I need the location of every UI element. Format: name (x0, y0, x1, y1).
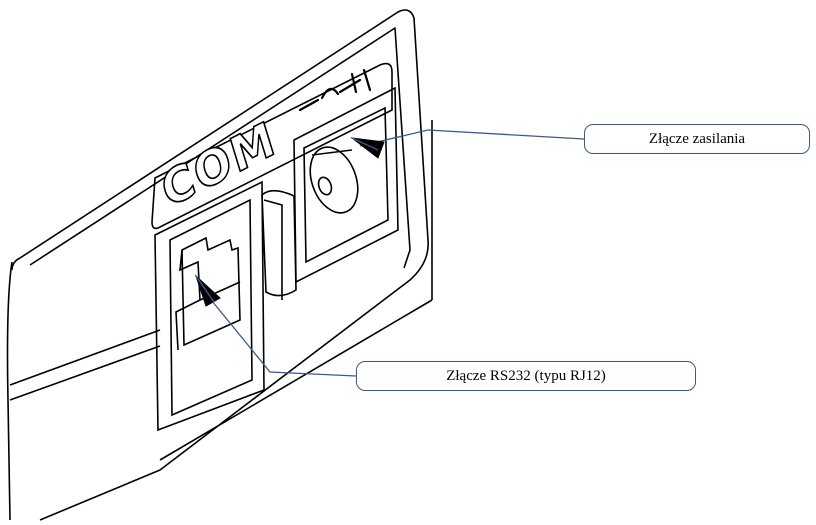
com-label: COM (155, 110, 282, 219)
power-leader-line (359, 129, 585, 147)
power-jack (293, 86, 399, 284)
com-label-plate: COM (151, 62, 393, 230)
rs232-leader-line (202, 289, 357, 377)
rs232-connector-label: Złącze RS232 (typu RJ12) (446, 368, 606, 384)
rj12-port (154, 180, 265, 432)
device-housing (6, 9, 433, 521)
power-connector-callout: Złącze zasilania (584, 124, 810, 154)
rs232-connector-callout: Złącze RS232 (typu RJ12) (356, 361, 696, 391)
callout-leaders (194, 129, 585, 377)
latch-divider (261, 189, 297, 300)
power-connector-label: Złącze zasilania (648, 131, 746, 147)
power-arrow-icon (350, 137, 385, 159)
